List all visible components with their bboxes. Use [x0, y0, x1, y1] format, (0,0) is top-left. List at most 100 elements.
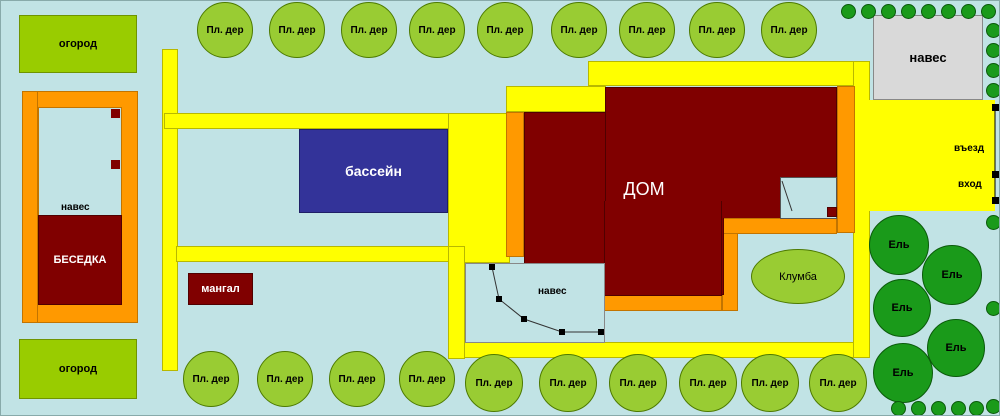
fruit-tree-label: Пл. дер: [560, 24, 598, 36]
fruit-tree: Пл. дер: [183, 351, 239, 407]
gazebo-post-2: [111, 160, 120, 169]
grill-label: мангал: [201, 283, 240, 295]
fruit-tree: Пл. дер: [197, 2, 253, 58]
house-small-post: [827, 207, 837, 217]
hedge-bush: [891, 401, 906, 415]
fruit-tree: Пл. дер: [477, 2, 533, 58]
grill: мангал: [188, 273, 253, 305]
hedge-bush: [986, 399, 999, 414]
hedge-bush: [986, 83, 999, 98]
house-label: ДОМ: [623, 178, 665, 199]
hedge-bush: [901, 4, 916, 19]
fruit-tree: Пл. дер: [257, 351, 313, 407]
fruit-tree-label: Пл. дер: [549, 377, 587, 389]
fruit-tree: Пл. дер: [409, 2, 465, 58]
hedge-bush: [881, 4, 896, 19]
fruit-tree-label: Пл. дер: [698, 24, 736, 36]
fruit-tree: Пл. дер: [741, 354, 799, 412]
canopy-mid-post-2: [496, 296, 502, 302]
hedge-bush: [951, 401, 966, 415]
garden-bottom-label: огород: [58, 363, 98, 375]
path-vertical-mid: [448, 246, 465, 359]
porch: [506, 86, 606, 112]
hedge-bush: [941, 4, 956, 19]
hedge-bush: [986, 43, 999, 58]
flowerbed-label: Клумба: [779, 270, 817, 283]
canopy-mid-post-1: [489, 264, 495, 270]
fruit-tree-label: Пл. дер: [206, 24, 244, 36]
hedge-bush: [981, 4, 996, 19]
gazebo-label: БЕСЕДКА: [53, 254, 107, 266]
fruit-tree-label: Пл. дер: [192, 373, 230, 385]
spruce-tree-label: Ель: [888, 239, 910, 251]
house-wall-right: [837, 86, 855, 233]
spruce-tree: Ель: [922, 245, 982, 305]
hedge-bush: [986, 215, 999, 230]
fruit-tree-label: Пл. дер: [628, 24, 666, 36]
spruce-tree-label: Ель: [892, 367, 914, 379]
fruit-tree: Пл. дер: [619, 2, 675, 58]
canopy-mid-post-4: [559, 329, 565, 335]
fruit-tree-label: Пл. дер: [408, 373, 446, 385]
pool-label: бассейн: [345, 163, 402, 179]
fruit-tree: Пл. дер: [465, 354, 523, 412]
spruce-tree-label: Ель: [941, 269, 963, 281]
canopy-mid-post-5: [598, 329, 604, 335]
fruit-tree-label: Пл. дер: [619, 377, 657, 389]
gazebo: БЕСЕДКА: [38, 215, 122, 305]
entrance-label: вход: [958, 179, 982, 190]
path-top-right: [588, 61, 869, 86]
spruce-tree: Ель: [927, 319, 985, 377]
hedge-bush: [986, 63, 999, 78]
fruit-tree: Пл. дер: [341, 2, 397, 58]
fruit-tree: Пл. дер: [539, 354, 597, 412]
stairwell-line: [781, 180, 793, 212]
fruit-tree-label: Пл. дер: [486, 24, 524, 36]
canopy-left-label: навес: [61, 202, 90, 213]
canopy-mid-outline: [491, 266, 601, 333]
fruit-tree: Пл. дер: [689, 2, 745, 58]
hedge-bush: [841, 4, 856, 19]
hedge-bush: [986, 23, 999, 38]
fruit-tree-label: Пл. дер: [819, 377, 857, 389]
flowerbed: Клумба: [751, 249, 845, 304]
fruit-tree: Пл. дер: [551, 2, 607, 58]
fruit-tree: Пл. дер: [609, 354, 667, 412]
fruit-tree: Пл. дер: [329, 351, 385, 407]
canopy-mid-label: навес: [538, 286, 567, 297]
canopy-mid: [465, 263, 605, 343]
terrace: [448, 113, 510, 263]
fruit-tree-label: Пл. дер: [338, 373, 376, 385]
garden-top-label: огород: [58, 38, 98, 50]
path-vertical-left: [162, 49, 178, 371]
driveway-label: въезд: [954, 143, 985, 154]
gazebo-post-1: [111, 109, 120, 118]
fruit-tree-label: Пл. дер: [689, 377, 727, 389]
driveway: [869, 100, 995, 211]
canopy-right-label: навес: [909, 50, 947, 65]
garden-bottom: огород: [19, 339, 137, 399]
fruit-tree: Пл. дер: [269, 2, 325, 58]
fruit-tree-label: Пл. дер: [278, 24, 316, 36]
fruit-tree-label: Пл. дер: [475, 377, 513, 389]
hedge-bush: [911, 401, 926, 415]
pool: бассейн: [299, 129, 448, 213]
spruce-tree: Ель: [869, 215, 929, 275]
gazebo-left-post: [22, 91, 38, 323]
fruit-tree: Пл. дер: [761, 2, 817, 58]
fruit-tree-label: Пл. дер: [418, 24, 456, 36]
spruce-tree-label: Ель: [945, 342, 967, 354]
fruit-tree-label: Пл. дер: [751, 377, 789, 389]
hedge-bush: [921, 4, 936, 19]
spruce-tree: Ель: [873, 279, 931, 337]
fruit-tree: Пл. дер: [809, 354, 867, 412]
hedge-bush: [969, 401, 984, 415]
spruce-tree: Ель: [873, 343, 933, 403]
house-lower-right: [604, 201, 722, 296]
fruit-tree-label: Пл. дер: [770, 24, 808, 36]
fruit-tree: Пл. дер: [679, 354, 737, 412]
hedge-bush: [986, 301, 999, 316]
fruit-tree-label: Пл. дер: [350, 24, 388, 36]
